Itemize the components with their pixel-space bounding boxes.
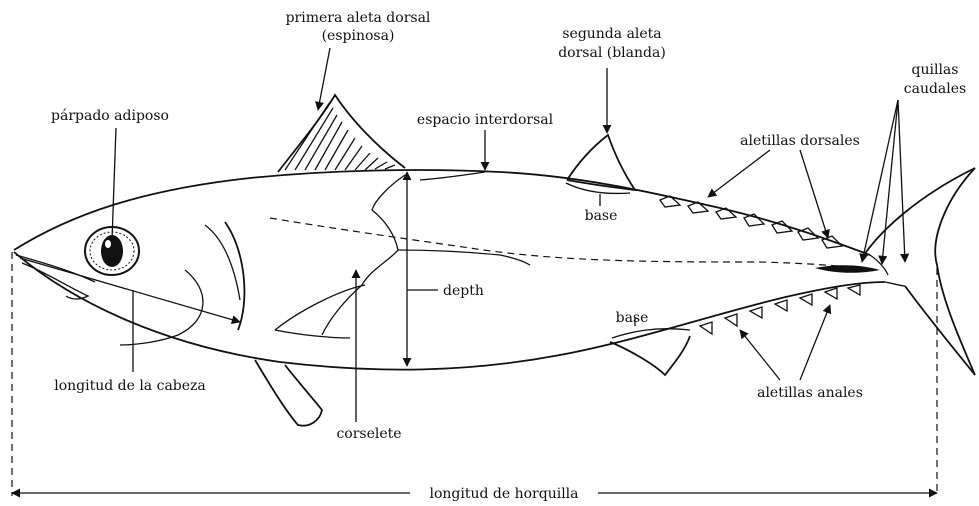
first-dorsal-fin [278, 95, 405, 172]
label-longitud-horquilla: longitud de horquilla [429, 486, 578, 502]
label-aletillas-anales: aletillas anales [757, 385, 863, 401]
dorsal-finlets [660, 196, 842, 248]
label-espacio-interdorsal: espacio interdorsal [417, 112, 554, 128]
label-segunda-aleta-line2: dorsal (blanda) [558, 45, 666, 61]
label-quillas-line2: caudales [904, 81, 966, 97]
label-quillas-line1: quillas [912, 62, 959, 78]
label-parpado-adiposo: párpado adiposo [51, 108, 169, 124]
second-dorsal-fin [567, 135, 635, 190]
lateral-line [270, 218, 860, 268]
caudal-keels [815, 265, 880, 273]
label-corselete: corselete [336, 426, 401, 442]
label-primera-aleta-line2: (espinosa) [322, 28, 395, 44]
label-longitud-cabeza: longitud de la cabeza [54, 378, 206, 394]
anal-finlets [700, 285, 860, 334]
label-aletillas-dorsales: aletillas dorsales [740, 133, 860, 149]
label-base-dorsal: base [585, 208, 618, 224]
label-primera-aleta-line1: primera aleta dorsal [286, 10, 431, 26]
label-depth: depth [443, 283, 484, 299]
label-base-anal: base [616, 310, 649, 326]
pectoral-fin [275, 285, 365, 338]
pelvic-fin [255, 360, 322, 426]
corselet [322, 172, 530, 335]
fish-body [14, 170, 905, 370]
label-segunda-aleta-line1: segunda aleta [562, 26, 661, 42]
caudal-fin [862, 168, 975, 375]
